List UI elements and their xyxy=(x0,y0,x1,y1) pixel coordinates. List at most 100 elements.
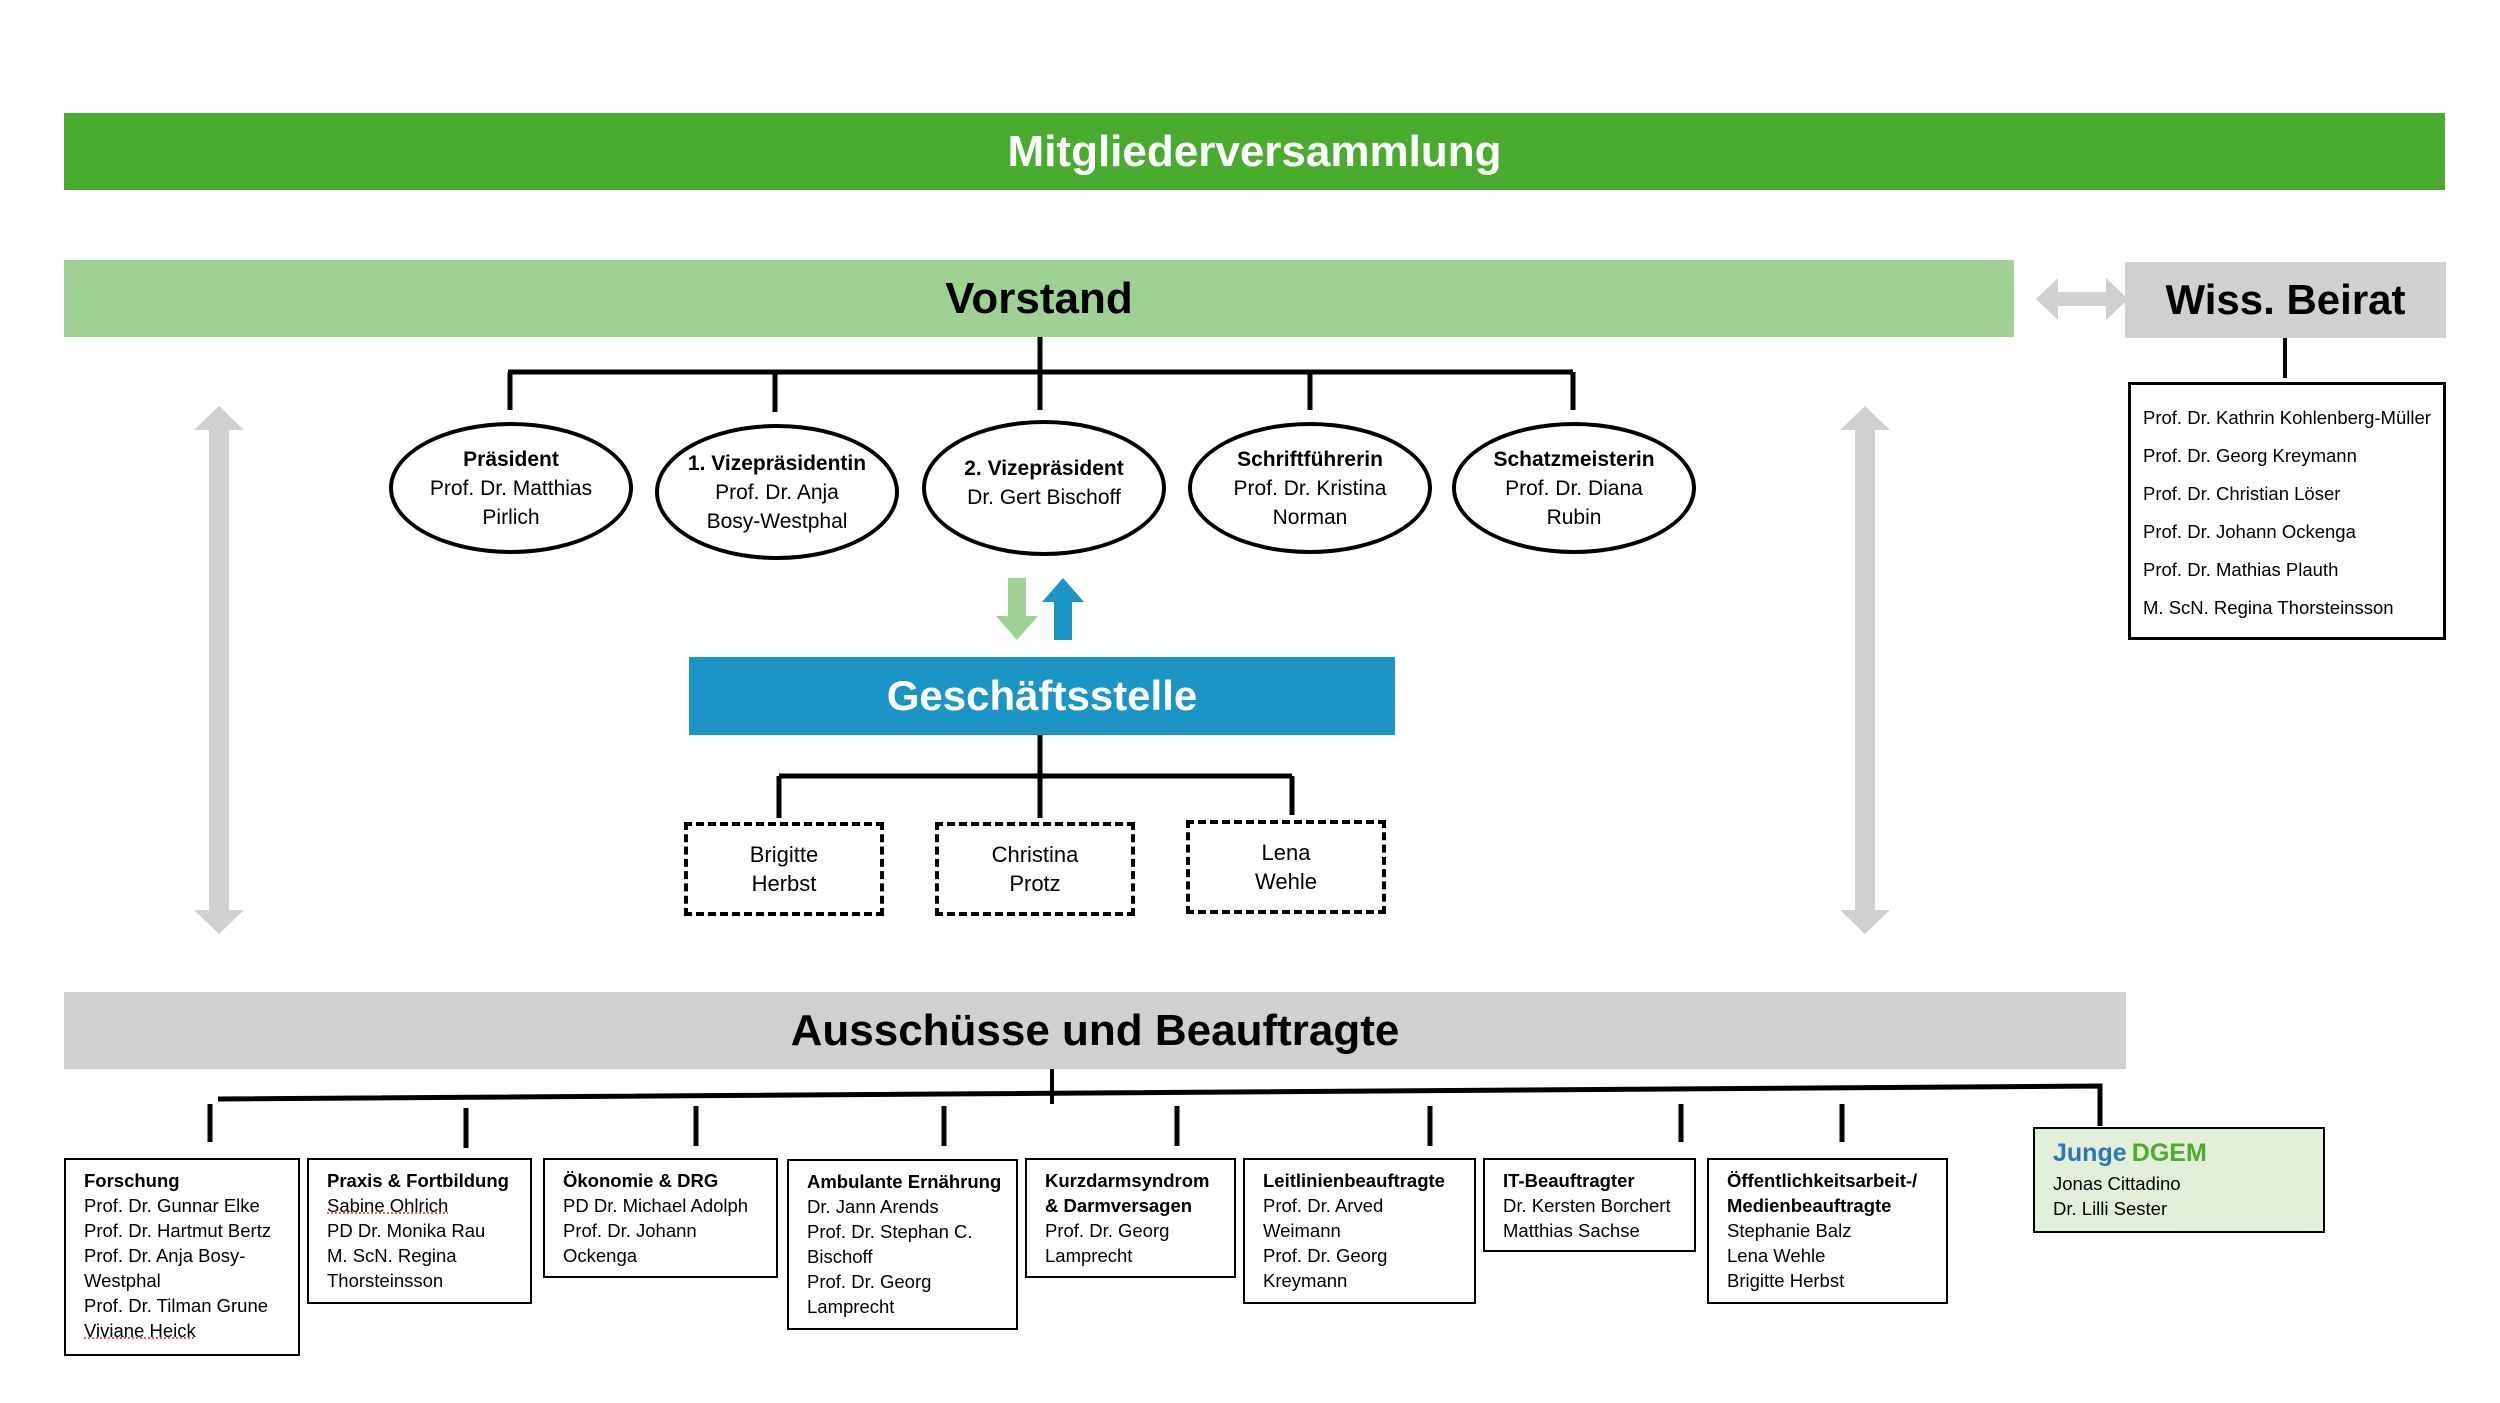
junge-dgem-title-part2: DGEM xyxy=(2131,1139,2207,1167)
staff-name: Brigitte xyxy=(749,842,819,867)
vorstand-member-schriftfuehrerin: Schriftführerin Prof. Dr. Kristina Norma… xyxy=(1188,422,1432,554)
beirat-member: Prof. Dr. Georg Kreymann xyxy=(2143,445,2357,466)
committee-title: Forschung xyxy=(84,1170,180,1191)
committee-member: Prof. Dr. Johann xyxy=(563,1220,697,1241)
committee-member: Prof. Dr. Hartmut Bertz xyxy=(84,1220,272,1241)
beirat-bar: Wiss. Beirat xyxy=(2125,262,2446,338)
staff-name: Lena xyxy=(1261,840,1311,865)
committee-member: Brigitte Herbst xyxy=(1727,1270,1845,1291)
beirat-member: M. ScN. Regina Thorsteinsson xyxy=(2143,597,2394,618)
beirat-member-list: Prof. Dr. Kathrin Kohlenberg-Müller Prof… xyxy=(2128,382,2446,640)
committee-member: Jonas Cittadino xyxy=(2053,1173,2181,1194)
committee-kurzdarmsyndrom: Kurzdarmsyndrom & Darmversagen Prof. Dr.… xyxy=(1025,1158,1236,1278)
committee-forschung: Forschung Prof. Dr. Gunnar Elke Prof. Dr… xyxy=(64,1158,300,1356)
junge-dgem-title-part1: Junge xyxy=(2053,1139,2127,1167)
mitgliederversammlung-bar: Mitgliederversammlung xyxy=(64,113,2445,190)
double-arrow-left-icon xyxy=(194,406,244,934)
committee-member: Weimann xyxy=(1263,1220,1341,1241)
member-name: Prof. Dr. Anja xyxy=(715,480,839,504)
committee-member: Lamprecht xyxy=(807,1296,895,1317)
staff-name: Protz xyxy=(1009,871,1061,896)
staff-member: Brigitte Herbst xyxy=(684,822,884,916)
member-name: Rubin xyxy=(1546,505,1602,529)
committee-member: Prof. Dr. Arved xyxy=(1263,1195,1384,1216)
beirat-member: Prof. Dr. Johann Ockenga xyxy=(2143,521,2356,542)
committee-title: Medienbeauftragte xyxy=(1727,1195,1892,1216)
committee-member: Bischoff xyxy=(807,1246,873,1267)
junge-dgem-title: Junge DGEM xyxy=(2053,1137,2317,1171)
committee-title: Praxis & Fortbildung xyxy=(327,1170,509,1191)
committee-member: Dr. Kersten Borchert xyxy=(1503,1195,1671,1216)
staff-name: Christina xyxy=(991,842,1079,867)
vorstand-member-schatzmeisterin: Schatzmeisterin Prof. Dr. Diana Rubin xyxy=(1452,422,1696,554)
committee-member: Kreymann xyxy=(1263,1270,1348,1291)
committee-ambulante-ernaehrung: Ambulante Ernährung Dr. Jann Arends Prof… xyxy=(787,1159,1018,1330)
member-role: Schriftführerin xyxy=(1237,447,1383,471)
staff-member: Lena Wehle xyxy=(1186,820,1386,914)
committee-member: Prof. Dr. Gunnar Elke xyxy=(84,1195,260,1216)
committee-member: PD Dr. Michael Adolph xyxy=(563,1195,749,1216)
committee-praxis-fortbildung: Praxis & Fortbildung Sabine Ohlrich PD D… xyxy=(307,1158,532,1304)
committee-member: Prof. Dr. Georg xyxy=(1045,1220,1170,1241)
committee-title: Kurzdarmsyndrom xyxy=(1045,1170,1210,1191)
vorstand-member-praesident: Präsident Prof. Dr. Matthias Pirlich xyxy=(389,422,633,554)
member-role: Präsident xyxy=(463,447,559,471)
member-name: Norman xyxy=(1272,505,1348,529)
committee-title: Öffentlichkeitsarbeit-/ xyxy=(1727,1170,1918,1191)
committee-member: Ockenga xyxy=(563,1245,638,1266)
vorstand-member-vizepraesidentin-1: 1. Vizepräsidentin Prof. Dr. Anja Bosy-W… xyxy=(655,424,899,560)
member-name: Prof. Dr. Matthias xyxy=(429,476,593,500)
committee-member: Lena Wehle xyxy=(1727,1245,1826,1266)
staff-name: Wehle xyxy=(1255,869,1317,894)
committee-member: Prof. Dr. Georg xyxy=(1263,1245,1388,1266)
committee-member: Prof. Dr. Tilman Grune xyxy=(84,1295,269,1316)
committee-member: Matthias Sachse xyxy=(1503,1220,1640,1241)
member-name: Prof. Dr. Diana xyxy=(1505,476,1643,500)
staff-member: Christina Protz xyxy=(935,822,1135,916)
committee-leitlinienbeauftragte: Leitlinienbeauftragte Prof. Dr. Arved We… xyxy=(1243,1158,1476,1304)
committee-member: Prof. Dr. Georg xyxy=(807,1271,932,1292)
committee-member: Viviane Heick xyxy=(84,1320,196,1341)
member-role: 1. Vizepräsidentin xyxy=(687,451,867,475)
committee-member: Stephanie Balz xyxy=(1727,1220,1852,1241)
committee-member: PD Dr. Monika Rau xyxy=(327,1220,486,1241)
committee-oekonomie-drg: Ökonomie & DRG PD Dr. Michael Adolph Pro… xyxy=(543,1158,778,1278)
committee-member: Prof. Dr. Stephan C. xyxy=(807,1221,973,1242)
ausschuesse-branch xyxy=(217,1083,2103,1126)
committee-member: Thorsteinsson xyxy=(327,1270,444,1291)
ausschuesse-bar: Ausschüsse und Beauftragte xyxy=(64,992,2126,1069)
committee-member: Dr. Jann Arends xyxy=(807,1196,939,1217)
double-arrow-right-icon xyxy=(1840,406,1890,934)
beirat-member: Prof. Dr. Mathias Plauth xyxy=(2143,559,2339,580)
geschaeftsstelle-bar: Geschäftsstelle xyxy=(689,657,1395,735)
vorstand-bar: Vorstand xyxy=(64,260,2014,337)
member-name: Prof. Dr. Kristina xyxy=(1233,476,1387,500)
committee-junge-dgem: Junge DGEM Jonas Cittadino Dr. Lilli Ses… xyxy=(2033,1127,2325,1233)
vorstand-member-vizepraesident-2: 2. Vizepräsident Dr. Gert Bischoff xyxy=(922,420,1166,556)
committee-member: Prof. Dr. Anja Bosy- xyxy=(84,1245,246,1266)
committee-title: Ökonomie & DRG xyxy=(563,1170,719,1191)
committee-member: Sabine Ohlrich xyxy=(327,1195,449,1216)
horizontal-double-arrow-icon xyxy=(2036,278,2128,320)
member-role: 2. Vizepräsident xyxy=(964,457,1124,480)
member-name: Bosy-Westphal xyxy=(706,509,848,533)
committee-oeffentlichkeitsarbeit: Öffentlichkeitsarbeit-/ Medienbeauftragt… xyxy=(1707,1158,1948,1304)
up-arrow-icon xyxy=(1042,578,1084,640)
down-arrow-icon xyxy=(996,578,1038,640)
member-name: Pirlich xyxy=(482,505,540,529)
committee-member: Westphal xyxy=(84,1270,161,1291)
committee-title: & Darmversagen xyxy=(1045,1195,1193,1216)
committee-it-beauftragter: IT-Beauftragter Dr. Kersten Borchert Mat… xyxy=(1483,1158,1696,1252)
committee-title: Ambulante Ernährung xyxy=(807,1171,1002,1192)
committee-title: IT-Beauftragter xyxy=(1503,1170,1635,1191)
member-name: Dr. Gert Bischoff xyxy=(967,486,1121,509)
member-role: Schatzmeisterin xyxy=(1493,447,1655,471)
staff-name: Herbst xyxy=(751,871,817,896)
committee-member: M. ScN. Regina xyxy=(327,1245,457,1266)
committee-member: Dr. Lilli Sester xyxy=(2053,1198,2168,1219)
beirat-member: Prof. Dr. Kathrin Kohlenberg-Müller xyxy=(2143,407,2431,428)
committee-member: Lamprecht xyxy=(1045,1245,1133,1266)
beirat-member: Prof. Dr. Christian Löser xyxy=(2143,483,2341,504)
committee-title: Leitlinienbeauftragte xyxy=(1263,1170,1445,1191)
